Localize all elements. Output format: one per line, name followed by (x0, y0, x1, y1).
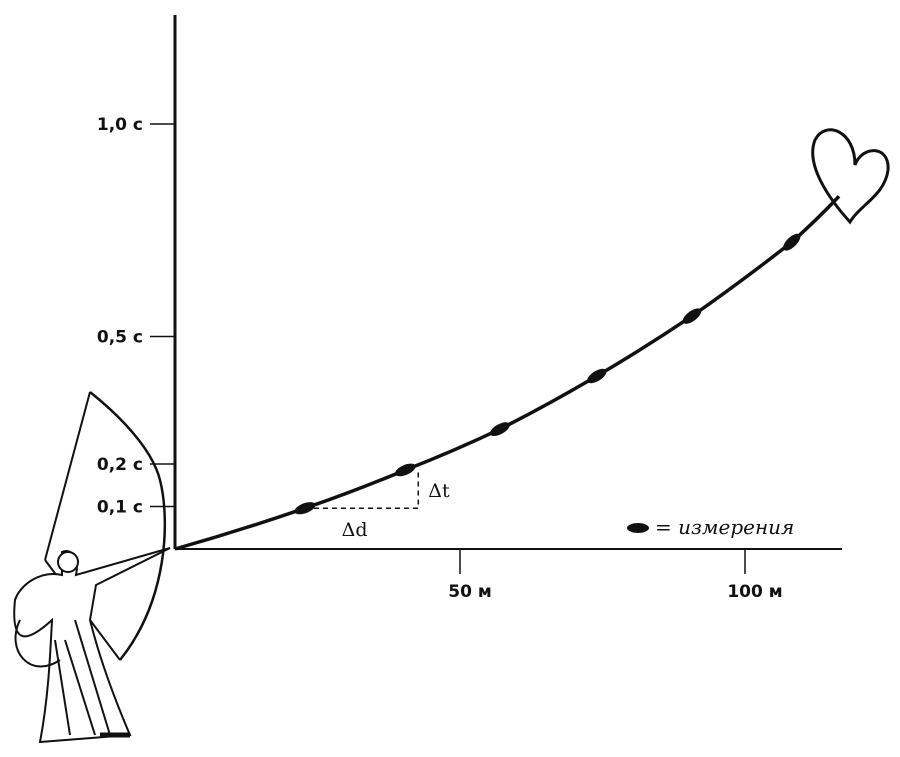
bowstring (44, 391, 91, 561)
measurement-point (394, 463, 416, 477)
trajectory (174, 195, 841, 551)
delta-guide (304, 469, 420, 509)
y-tick-label: 0,2 с (97, 455, 143, 475)
measurement-point (587, 368, 607, 384)
legend-label: = измерения (655, 515, 794, 539)
delta-t-label: Δt (428, 480, 450, 502)
bow (89, 391, 167, 661)
x-tick-label: 100 м (727, 582, 782, 602)
measurement-point (783, 233, 801, 251)
archer-illustration (13, 391, 171, 744)
axes: 0,1 с 0,2 с 0,5 с 1,0 с 50 м 100 м (97, 15, 842, 602)
measurement-point (682, 308, 702, 324)
y-tick-label: 0,1 с (97, 498, 143, 518)
heart-icon (811, 128, 890, 225)
trajectory-line (174, 195, 841, 551)
y-tick-label: 1,0 с (97, 115, 143, 135)
archer-head (57, 551, 79, 573)
archer-body (13, 547, 171, 744)
delta-d-label: Δd (342, 519, 368, 541)
legend: = измерения (627, 515, 794, 539)
measurement-point (489, 422, 510, 437)
measurement-point (294, 502, 316, 515)
arrow-marker-icon (627, 523, 649, 533)
x-tick-label: 50 м (448, 582, 491, 602)
y-tick-label: 0,5 с (97, 328, 143, 348)
